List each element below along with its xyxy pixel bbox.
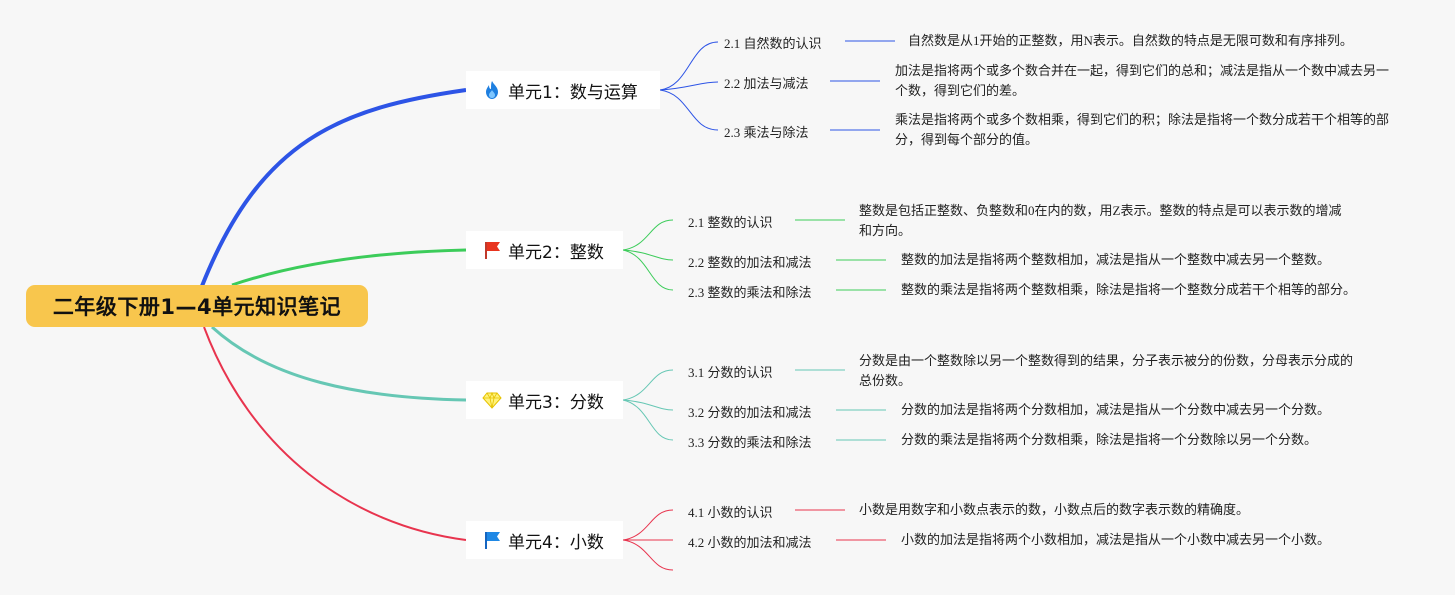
unit-title: 单元4：小数 — [508, 532, 604, 553]
topic-description: 加法是指将两个或多个数合并在一起，得到它们的总和；减法是指从一个数中减去另一个数… — [895, 63, 1390, 98]
unit-2-branches — [622, 219, 886, 291]
topic-label[interactable]: 2.1 整数的认识 — [688, 215, 773, 230]
unit-node-2[interactable]: 单元2：整数 — [466, 231, 623, 269]
topic-description: 分数的加法是指将两个分数相加，减法是指从一个分数中减去另一个分数。 — [901, 402, 1331, 417]
topic-description: 小数是用数字和小数点表示的数，小数点后的数字表示数的精确度。 — [859, 502, 1250, 517]
link-root-unit-1 — [200, 88, 467, 287]
topic-label[interactable]: 2.3 乘法与除法 — [724, 125, 809, 140]
topic-label[interactable]: 4.2 小数的加法和减法 — [688, 535, 812, 550]
topic-description: 乘法是指将两个或多个数相乘，得到它们的积；除法是指将一个数分成若干个相等的部分，… — [895, 112, 1390, 147]
unit-3-branches — [622, 369, 886, 441]
topic-description: 分数是由一个整数除以另一个整数得到的结果，分子表示被分的份数，分母表示分成的总份… — [859, 353, 1354, 388]
root-node[interactable]: 二年级下册1—4单元知识笔记 — [26, 285, 368, 327]
topic-label[interactable]: 3.2 分数的加法和减法 — [688, 405, 812, 420]
flag-icon — [482, 530, 502, 550]
topic-label[interactable]: 2.2 整数的加法和减法 — [688, 255, 812, 270]
topic-description: 自然数是从1开始的正整数，用N表示。自然数的特点是无限可数和有序排列。 — [908, 33, 1353, 48]
flag-icon — [482, 240, 502, 260]
fire-icon — [482, 80, 502, 100]
root-title: 二年级下册1—4单元知识笔记 — [52, 295, 342, 319]
topic-label[interactable]: 4.1 小数的认识 — [688, 505, 773, 520]
unit-node-3[interactable]: 单元3：分数 — [466, 381, 623, 419]
unit-node-4[interactable]: 单元4：小数 — [466, 521, 623, 559]
unit-title: 单元1：数与运算 — [508, 82, 638, 103]
unit-title: 单元3：分数 — [508, 392, 604, 413]
topic-description: 小数的加法是指将两个小数相加，减法是指从一个小数中减去另一个小数。 — [901, 532, 1331, 547]
topic-label[interactable]: 2.2 加法与减法 — [724, 76, 809, 91]
topic-label[interactable]: 3.1 分数的认识 — [688, 365, 773, 380]
topic-label[interactable]: 2.1 自然数的认识 — [724, 36, 822, 51]
diamond-icon — [482, 390, 502, 410]
topic-description: 分数的乘法是指将两个分数相乘，除法是指将一个分数除以另一个分数。 — [901, 432, 1318, 447]
link-root-unit-2 — [231, 248, 467, 287]
unit-node-1[interactable]: 单元1：数与运算 — [466, 71, 660, 109]
link-root-unit-4 — [203, 326, 467, 541]
link-root-unit-3 — [210, 325, 467, 402]
unit-title: 单元2：整数 — [508, 242, 604, 263]
unit-1-branches — [659, 40, 895, 131]
unit-4-branches — [622, 509, 886, 571]
topic-description: 整数是包括正整数、负整数和0在内的数，用Z表示。整数的特点是可以表示数的增减和方… — [859, 203, 1342, 238]
topic-label[interactable]: 3.3 分数的乘法和除法 — [688, 435, 812, 450]
topic-label[interactable]: 2.3 整数的乘法和除法 — [688, 285, 812, 300]
topic-description: 整数的乘法是指将两个整数相乘，除法是指将一个整数分成若干个相等的部分。 — [901, 282, 1357, 297]
topic-description: 整数的加法是指将两个整数相加，减法是指从一个整数中减去另一个整数。 — [901, 252, 1331, 267]
